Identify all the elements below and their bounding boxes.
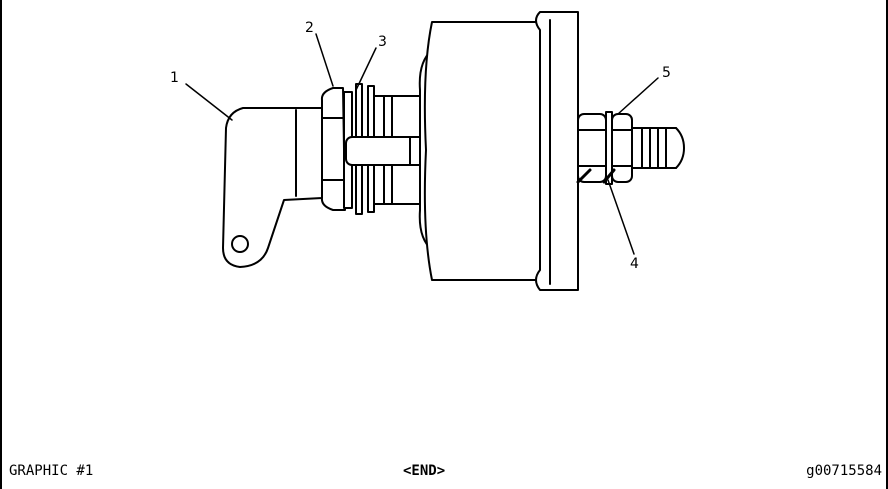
figure-id: g00715584 [806, 463, 882, 479]
switch-body [418, 11, 579, 291]
callout-3: 3 [378, 34, 387, 50]
callout-5: 5 [662, 65, 671, 81]
end-marker: <END> [403, 463, 446, 479]
callout-2: 2 [305, 20, 314, 36]
shaft [345, 136, 431, 166]
terminal-nuts [576, 111, 633, 185]
callout-4: 4 [630, 256, 639, 272]
switch-diagram: 1 2 3 4 5 [170, 11, 685, 291]
switch-key [222, 107, 323, 268]
callout-1: 1 [170, 70, 179, 86]
leader-lines [185, 33, 659, 255]
mounting-nut [320, 87, 346, 211]
graphic-label: GRAPHIC #1 [9, 463, 94, 479]
